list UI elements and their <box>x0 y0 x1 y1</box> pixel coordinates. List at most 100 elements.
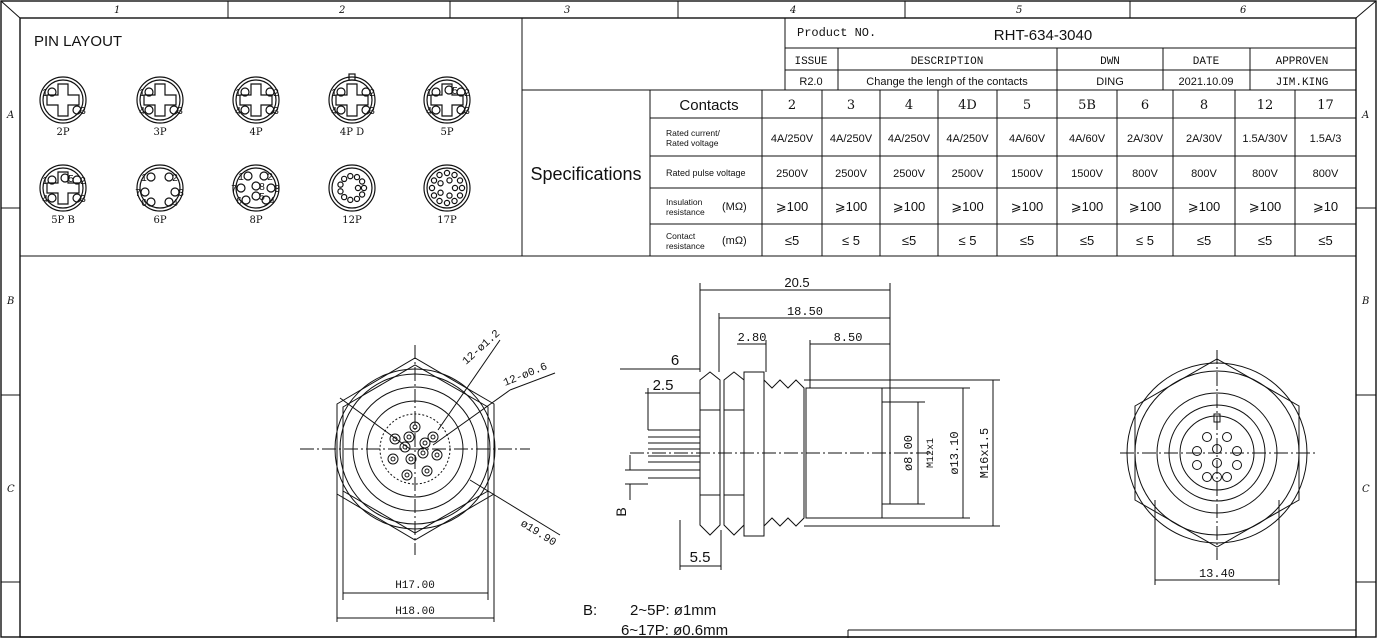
pin-number: 3 <box>80 106 86 117</box>
col-marker-4: 4 <box>789 5 796 16</box>
contact-count-7: 8 <box>1200 98 1208 113</box>
product-no-value: RHT-634-3040 <box>994 27 1092 44</box>
pin-number: 2 <box>464 88 470 99</box>
spec-cell-2-1: ⩾100 <box>835 199 868 214</box>
approven-value: JIM.KING <box>1276 77 1329 89</box>
front-pin-10 <box>419 437 431 449</box>
pin-number: 3 <box>464 106 470 117</box>
back-pin-5 <box>1192 460 1202 470</box>
pin-number: 2 <box>267 172 273 183</box>
pin-number: 6 <box>236 196 242 207</box>
front-pin-hole-3 <box>424 468 430 474</box>
back-pin-7 <box>1232 460 1242 470</box>
spec-cell-2-6: ⩾100 <box>1129 199 1162 214</box>
row-marker-a-right: A <box>1361 110 1369 121</box>
connector-label: 5P B <box>51 215 75 226</box>
pin-number: 8 <box>259 182 265 193</box>
b-note-line-2: 6~17P: ø0.6mm <box>621 622 728 638</box>
spec-row-label-0: Rated current/ <box>666 128 720 138</box>
connector-label: 12P <box>342 215 362 226</box>
connector-label: 4P <box>249 127 262 138</box>
connector-label: 2P <box>56 127 69 138</box>
pin-number: 5 <box>259 192 265 203</box>
spec-cell-0-2: 4A/250V <box>888 133 931 145</box>
front-view-pins <box>387 421 443 481</box>
front-pin-hole-0 <box>412 424 418 430</box>
contact-count-1: 3 <box>847 98 855 113</box>
contact-count-0: 2 <box>788 98 796 113</box>
front-pin-hole-1 <box>430 434 436 440</box>
spec-cell-0-3: 4A/250V <box>946 133 989 145</box>
connector-8 <box>328 164 376 212</box>
spec-cell-1-7: 800V <box>1191 168 1217 180</box>
connector-label: 4P D <box>340 127 364 138</box>
spec-row-label-3: Contact <box>666 231 696 241</box>
dim-back-width: 13.40 <box>1199 567 1235 581</box>
front-pin-6 <box>389 433 401 445</box>
issue-value: R2.0 <box>799 76 822 88</box>
front-pin-hole-6 <box>392 436 398 442</box>
spec-cell-2-2: ⩾100 <box>893 199 926 214</box>
connector-label: 17P <box>437 215 457 226</box>
spec-row-label-1: Rated pulse voltage <box>666 168 746 178</box>
front-view-dims: 12-ø1.2 12-ø0.6 ø19.90 H17.00 H18.00 <box>395 328 558 618</box>
front-pin-9 <box>405 453 417 465</box>
col-marker-6: 6 <box>1240 5 1247 16</box>
spec-cell-3-0: ≤5 <box>785 233 799 248</box>
spec-cell-3-9: ≤5 <box>1318 233 1332 248</box>
description-header: DESCRIPTION <box>911 56 984 68</box>
spec-row-label-2: Insulation <box>666 197 703 207</box>
pin-number: 4 <box>42 194 48 205</box>
spec-cell-1-0: 2500V <box>776 168 808 180</box>
date-header: DATE <box>1193 56 1220 68</box>
dim-m12: M12x1 <box>926 438 937 468</box>
connector-0: 13 <box>39 76 87 124</box>
dim-pin-25: 2.5 <box>653 377 674 394</box>
spec-cell-0-1: 4A/250V <box>830 133 873 145</box>
spec-cell-2-8: ⩾100 <box>1249 199 1282 214</box>
front-pin-hole-9 <box>408 456 414 462</box>
pin-number: 3 <box>274 184 280 195</box>
pin-number: 3 <box>369 106 375 117</box>
pin-number: 1 <box>42 88 48 99</box>
spec-row-unit-2: (MΩ) <box>722 201 747 213</box>
spec-cell-3-6: ≤ 5 <box>1136 233 1154 248</box>
connector-label: 6P <box>153 215 166 226</box>
front-pin-hole-2 <box>434 452 440 458</box>
back-pin-6 <box>1212 458 1222 468</box>
front-view <box>300 339 561 622</box>
pin-number: 1 <box>42 176 48 187</box>
connector-label: 8P <box>249 215 262 226</box>
pin-number: 4 <box>172 198 178 209</box>
contact-count-5: 5B <box>1078 98 1096 113</box>
back-pin-1 <box>1222 432 1232 442</box>
spec-cell-1-2: 2500V <box>893 168 925 180</box>
pin-number: 7 <box>135 188 141 199</box>
front-pin-4 <box>401 469 413 481</box>
date-value: 2021.10.09 <box>1178 76 1233 88</box>
front-pin-1 <box>427 431 439 443</box>
col-marker-2: 2 <box>338 5 345 16</box>
bottom-title-block <box>847 629 1356 638</box>
spec-cell-3-1: ≤ 5 <box>842 233 860 248</box>
connector-label: 5P <box>440 127 453 138</box>
back-pin-3 <box>1212 444 1222 454</box>
front-pin-3 <box>421 465 433 477</box>
spec-cell-2-0: ⩾100 <box>776 199 809 214</box>
dim-hex-18: H18.00 <box>395 606 435 618</box>
pin-number: 2 <box>369 88 375 99</box>
back-pin-0 <box>1202 432 1212 442</box>
pin-number: 5 <box>68 174 74 185</box>
pin-number: 3 <box>178 188 184 199</box>
spec-row-label-2: resistance <box>666 207 705 217</box>
front-pin-7 <box>403 431 415 443</box>
col-marker-3: 3 <box>564 5 570 16</box>
back-view-pins <box>1192 432 1242 482</box>
spec-cell-0-5: 4A/60V <box>1069 133 1106 145</box>
front-pin-hole-4 <box>404 472 410 478</box>
